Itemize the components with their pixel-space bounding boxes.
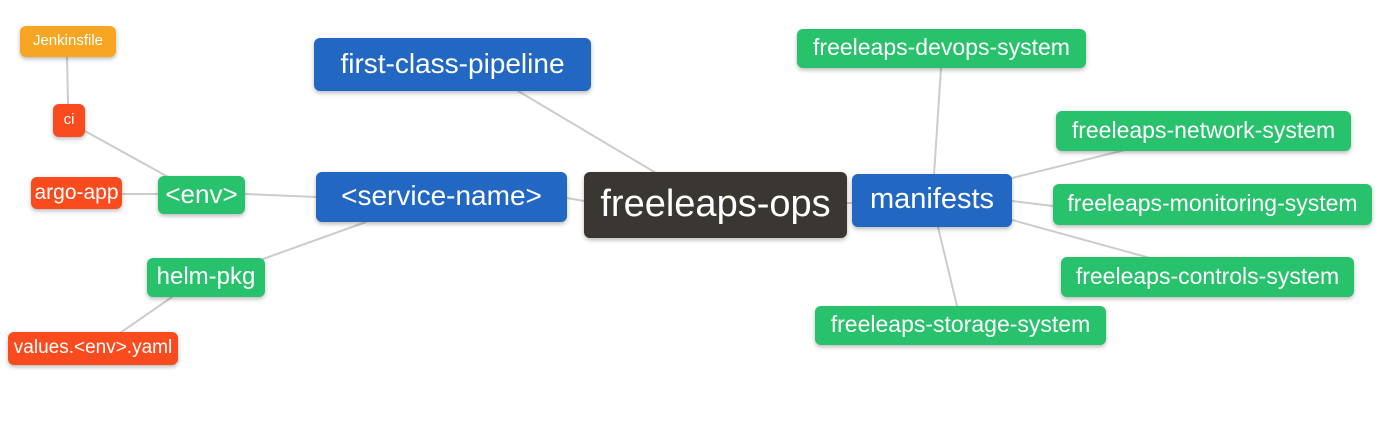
node-label: freeleaps-storage-system <box>830 311 1091 337</box>
node-label: ci <box>63 111 75 128</box>
node-freeleaps-devops-system[interactable]: freeleaps-devops-system <box>797 29 1086 68</box>
node-ci[interactable]: ci <box>53 104 85 137</box>
node-label: values.<env>.yaml <box>13 337 173 358</box>
node-label: <service-name> <box>341 180 542 211</box>
node-label: helm-pkg <box>156 262 256 290</box>
node-label: Jenkinsfile <box>32 32 104 49</box>
node-freeleaps-storage-system[interactable]: freeleaps-storage-system <box>815 306 1106 345</box>
node-freeleaps-ops[interactable]: freeleaps-ops <box>584 172 847 238</box>
node-freeleaps-controls-system[interactable]: freeleaps-controls-system <box>1061 257 1354 297</box>
node-env[interactable]: <env> <box>158 176 245 214</box>
node-freeleaps-monitoring-system[interactable]: freeleaps-monitoring-system <box>1053 184 1372 225</box>
node-label: freeleaps-monitoring-system <box>1067 190 1358 216</box>
node-label: first-class-pipeline <box>340 47 565 79</box>
node-first-class-pipeline[interactable]: first-class-pipeline <box>314 38 591 91</box>
node-values-env-yaml[interactable]: values.<env>.yaml <box>8 332 178 365</box>
node-label: freeleaps-controls-system <box>1075 262 1340 289</box>
node-label: argo-app <box>34 180 119 204</box>
node-label: freeleaps-devops-system <box>813 34 1070 60</box>
node-label: freeleaps-ops <box>600 183 831 225</box>
node-helm-pkg[interactable]: helm-pkg <box>147 258 265 297</box>
node-label: freeleaps-network-system <box>1071 116 1336 143</box>
node-argo-app[interactable]: argo-app <box>31 177 122 209</box>
node-manifests[interactable]: manifests <box>852 174 1012 227</box>
node-jenkinsfile[interactable]: Jenkinsfile <box>20 26 116 57</box>
node-label: <env> <box>165 179 238 209</box>
node-label: manifests <box>869 183 995 215</box>
node-freeleaps-network-system[interactable]: freeleaps-network-system <box>1056 111 1351 151</box>
node-service-name[interactable]: <service-name> <box>316 172 567 222</box>
